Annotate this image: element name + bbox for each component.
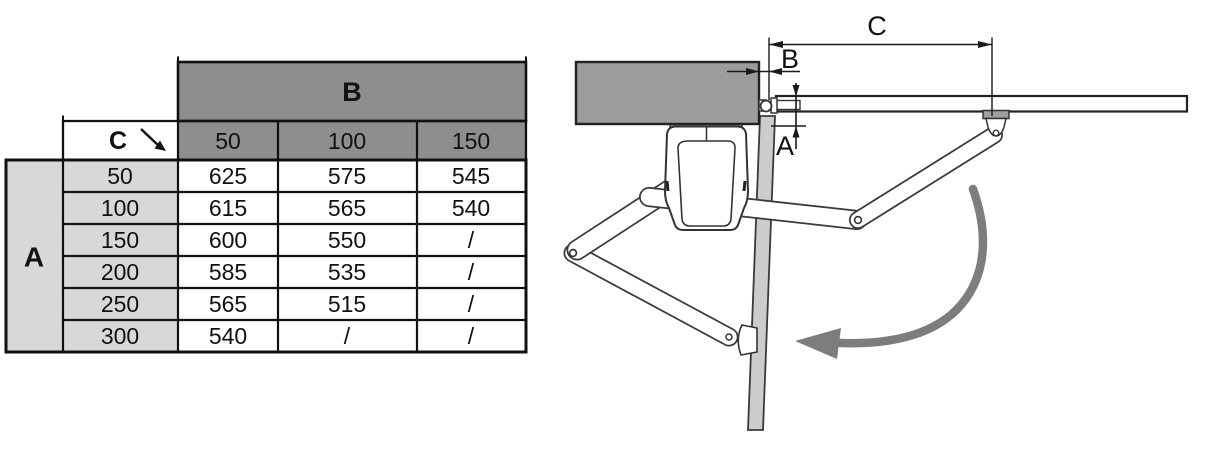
col-header-cell-50: [178, 121, 278, 160]
col-header-100: 100: [328, 128, 366, 154]
gate-hinge-pin: [759, 99, 773, 113]
c-arrow-head: [154, 140, 166, 151]
row-header: 250: [101, 291, 139, 317]
row-header: 150: [101, 227, 139, 253]
pillar: [574, 60, 761, 126]
table-cell-value: 515: [328, 291, 366, 317]
table-cell-value: /: [468, 323, 475, 349]
row-header: 300: [101, 323, 139, 349]
table-corner-ticks: [62, 56, 527, 121]
table-cell-value: 575: [328, 163, 366, 189]
dimension-c: C: [768, 11, 993, 116]
table-vertical-lines: [61, 121, 419, 352]
b-header-cell: [178, 62, 526, 121]
c-arrow-shaft: [140, 128, 160, 147]
gate-closed-position: [774, 94, 1189, 113]
table-cell-value: 535: [328, 259, 366, 285]
col-header-cell-150: [417, 121, 526, 160]
table-cell-value: 540: [452, 195, 490, 221]
gate-bracket-block: [982, 109, 1010, 120]
table-cell-value: 600: [209, 227, 247, 253]
dimension-b: B: [727, 44, 800, 75]
table-cell-value: /: [344, 323, 351, 349]
dimension-table: B C 50 100 150 A 50 100 150 200 250 300 …: [4, 56, 528, 354]
table-cell-value: 565: [209, 291, 247, 317]
a-axis-label: A: [24, 242, 44, 273]
table-cell-value: 615: [209, 195, 247, 221]
dim-a-arrow-bottom: [792, 126, 800, 138]
table-cell-value: 540: [209, 323, 247, 349]
table-cell-value: 585: [209, 259, 247, 285]
motor-side-latch-right: [742, 180, 747, 192]
arm-secondary-closed: [850, 127, 1002, 228]
col-header-cell-100: [278, 121, 417, 160]
table-horizontal-lines: [63, 190, 526, 322]
dim-b-arrow-right: [769, 68, 782, 75]
motor-unit-cover: [677, 140, 736, 227]
dim-c-arrow-left: [769, 41, 783, 48]
table-cell-value: /: [468, 259, 475, 285]
gate-bracket-pivot: [992, 129, 1000, 137]
col-header-50: 50: [215, 128, 241, 154]
motor-side-latch-left: [665, 180, 670, 192]
swing-direction-arrow: [795, 184, 988, 359]
dim-b-arrow-left: [746, 68, 759, 75]
dimension-b-label: B: [781, 44, 799, 74]
dimension-c-label: C: [867, 11, 887, 41]
open-arm-elbow-pivot: [568, 248, 578, 258]
a-header-cell: [6, 160, 63, 352]
dim-c-arrow-right: [978, 41, 992, 48]
c-axis-label: C: [109, 127, 127, 155]
swing-arrow-curve: [835, 184, 988, 348]
table-cell-value: 625: [209, 163, 247, 189]
gate-opener-diagram: C B A: [563, 11, 1189, 431]
row-header: 50: [107, 163, 133, 189]
dim-a-arrow-top: [792, 85, 800, 97]
col-header-150: 150: [452, 128, 490, 154]
c-direction-arrow-icon: [140, 128, 166, 151]
swing-arrow-head: [795, 328, 841, 359]
table-cell-value: /: [468, 227, 475, 253]
table-cell-value: 545: [452, 163, 490, 189]
b-axis-label: B: [342, 77, 362, 107]
gate-open-position: [747, 115, 776, 431]
table-cell-value: 565: [328, 195, 366, 221]
table-cell-value: /: [468, 291, 475, 317]
arm-secondary-open: [565, 245, 737, 345]
row-header: 100: [101, 195, 139, 221]
dimension-a: A: [771, 83, 806, 161]
open-gate-arm-bracket: [737, 324, 758, 356]
table-cell-value: 550: [328, 227, 366, 253]
row-header: 200: [101, 259, 139, 285]
closed-arm-elbow-pivot: [853, 215, 863, 225]
dimension-a-label: A: [776, 131, 794, 161]
open-arm-gate-pivot: [725, 333, 733, 341]
